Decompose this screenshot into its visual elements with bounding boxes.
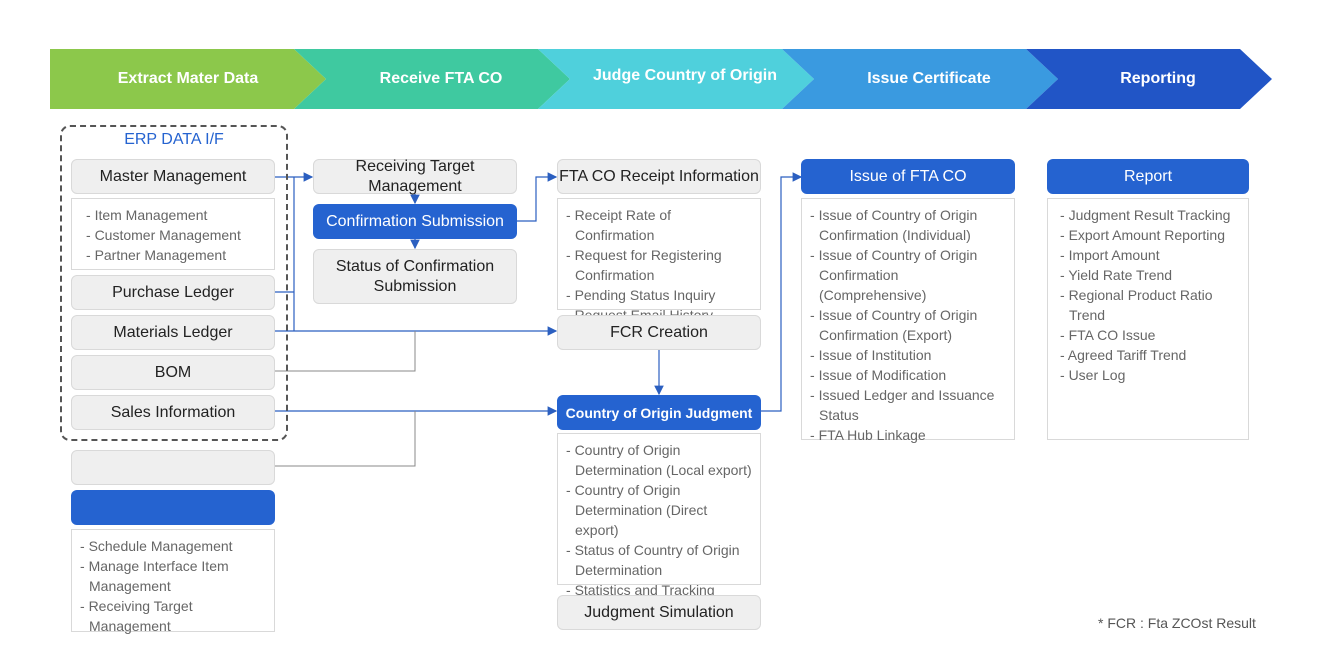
fcr-creation-box[interactable]: FCR Creation [557,315,761,350]
list-item: Request for Registering Confirmation [566,245,752,285]
list-item: FTA CO Issue [1060,325,1240,345]
report-title-label: Report [1123,167,1173,185]
list-item: Country of Origin Determination (Direct … [566,480,752,540]
list-item: Receiving Target Management [80,596,266,636]
fta-co-receipt-information-box[interactable]: FTA CO Receipt Information [557,159,761,194]
list-item: Issue of Modification [810,365,1006,385]
confirmation-submission-label: Confirmation Submission [326,212,504,230]
judgment-label: Country of Origin Judgment [565,404,753,421]
bom-label: BOM [154,363,192,381]
fcr-footnote: * FCR : Fta ZCOst Result [1098,615,1256,631]
list-item: Regional Product Ratio Trend [1060,285,1240,325]
master-items-list: Item Management Customer Management Part… [71,198,275,270]
fcr-creation-label: FCR Creation [610,323,708,341]
list-item: Pending Status Inquiry [566,285,752,305]
stage-label: Receive FTA CO [379,70,503,87]
master-management-label: Master Management [99,167,247,185]
stage-receive-fta-co: Receive FTA CO [294,49,570,109]
list-item: Item Management [86,205,266,225]
stage-issue-certificate: Issue Certificate [782,49,1058,109]
list-item: Schedule Management [80,536,266,556]
receiving-target-management-box[interactable]: Receiving Target Management [313,157,517,195]
list-item: Manage Interface Item Management [80,556,266,596]
materials-ledger-box[interactable]: Materials Ledger [71,315,275,350]
issue-title-label: Issue of FTA CO [849,167,967,185]
status-of-confirmation-submission-box[interactable]: Status of Confirmation Submission [313,249,517,304]
issue-of-fta-co-box[interactable]: Issue of FTA CO [801,159,1015,194]
bom-box[interactable]: BOM [71,355,275,390]
receipt-info-label: FTA CO Receipt Information [559,167,759,185]
report-items-list: Judgment Result Tracking Export Amount R… [1047,198,1249,440]
list-item: User Log [1060,365,1240,385]
stage-label: Reporting [1120,70,1196,87]
list-item: Issue of Country of Origin Confirmation … [810,305,1006,345]
interface-header-box [71,490,275,525]
sales-information-label: Sales Information [110,403,236,421]
purchase-ledger-label: Purchase Ledger [112,283,234,301]
receipt-items-list: Receipt Rate of Confirmation Request for… [557,198,761,323]
list-item: FTA Hub Linkage [810,425,1006,445]
erp-data-group [60,125,288,441]
list-item: Partner Management [86,245,266,265]
list-item: Import Amount [1060,245,1240,265]
list-item: Agreed Tariff Trend [1060,345,1240,365]
stage-label: Judge Country of Origin [593,67,777,84]
stage-label: Extract Mater Data [117,70,259,87]
receiving-target-label: Receiving Target Management [355,157,475,195]
simulation-label: Judgment Simulation [584,603,734,621]
list-item: Statistics and Tracking [566,580,752,600]
master-management-box[interactable]: Master Management [71,159,275,194]
judgment-items-list: Country of Origin Determination (Local e… [557,433,761,598]
confirmation-submission-box[interactable]: Confirmation Submission [313,204,517,239]
status-submission-label: Status of Confirmation Submission [335,257,495,295]
stage-label: Issue Certificate [867,70,991,87]
list-item: Judgment Result Tracking [1060,205,1240,225]
stage-extract-master-data: Extract Mater Data [50,49,326,109]
list-item: Customer Management [86,225,266,245]
sales-information-box[interactable]: Sales Information [71,395,275,430]
report-box[interactable]: Report [1047,159,1249,194]
list-item: Issue of Country of Origin Confirmation … [810,245,1006,305]
list-item: Export Amount Reporting [1060,225,1240,245]
stage-reporting: Reporting [1026,49,1272,109]
judgment-simulation-box[interactable]: Judgment Simulation [557,595,761,630]
purchase-ledger-box[interactable]: Purchase Ledger [71,275,275,310]
empty-grey-box [71,450,275,485]
list-item: Status of Country of Origin Determinatio… [566,540,752,580]
country-of-origin-judgment-box[interactable]: Country of Origin Judgment [557,395,761,430]
list-item: Country of Origin Determination (Local e… [566,440,752,480]
list-item: Yield Rate Trend [1060,265,1240,285]
erp-data-title: ERP DATA I/F [124,131,224,148]
list-item: Receipt Rate of Confirmation [566,205,752,245]
issue-items-list: Issue of Country of Origin Confirmation … [801,198,1015,443]
list-item: Issue of Country of Origin Confirmation … [810,205,1006,245]
materials-ledger-label: Materials Ledger [113,323,233,341]
list-item: Issued Ledger and Issuance Status [810,385,1006,425]
interface-items-list: Schedule Management Manage Interface Ite… [71,529,275,634]
list-item: Issue of Institution [810,345,1006,365]
stage-judge-country-of-origin: Judge Country of Origin [538,49,814,109]
